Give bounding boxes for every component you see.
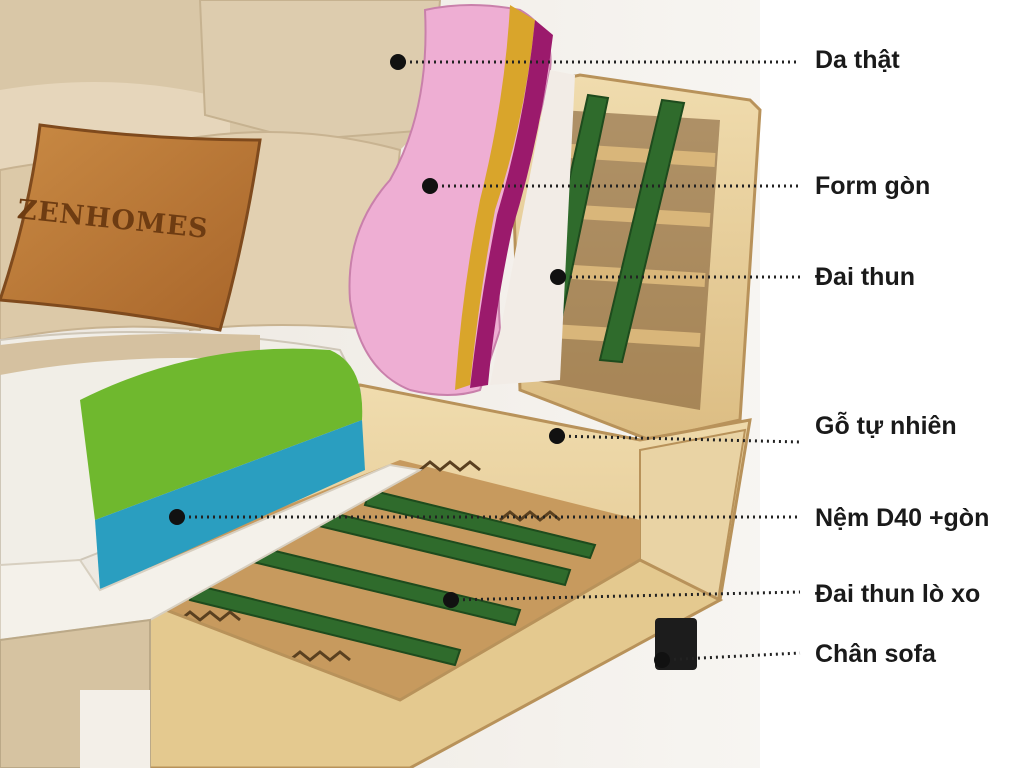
callout-label-spring-webbing: Đai thun lò xo: [815, 580, 981, 608]
callout-dot: [443, 592, 459, 608]
callout-dot: [169, 509, 185, 525]
leader-line: [661, 651, 801, 662]
callout-dot: [654, 652, 670, 668]
leader-line: [450, 590, 801, 602]
callout-dot: [390, 54, 406, 70]
callout-dots: [169, 54, 670, 668]
pillow: ZENHOMES: [0, 123, 262, 332]
callout-label-cushion-d40: Nệm D40 +gòn: [815, 504, 990, 532]
back-foam-layers: [348, 4, 575, 396]
callout-label-genuine-leather: Da thật: [815, 46, 900, 74]
leader-line: [556, 434, 801, 444]
callout-dot: [550, 269, 566, 285]
callout-label-elastic-webbing: Đai thun: [815, 263, 915, 291]
seat-cushion: [0, 331, 423, 768]
callout-leaders: [177, 60, 801, 662]
callout-dot: [549, 428, 565, 444]
white-backdrop: [760, 0, 1024, 768]
wooden-frame: [138, 73, 762, 768]
callout-dot: [422, 178, 438, 194]
callout-label-sofa-leg: Chân sofa: [815, 640, 936, 668]
callout-label-foam: Form gòn: [815, 172, 931, 200]
callout-label-natural-wood: Gỗ tự nhiên: [815, 412, 957, 440]
